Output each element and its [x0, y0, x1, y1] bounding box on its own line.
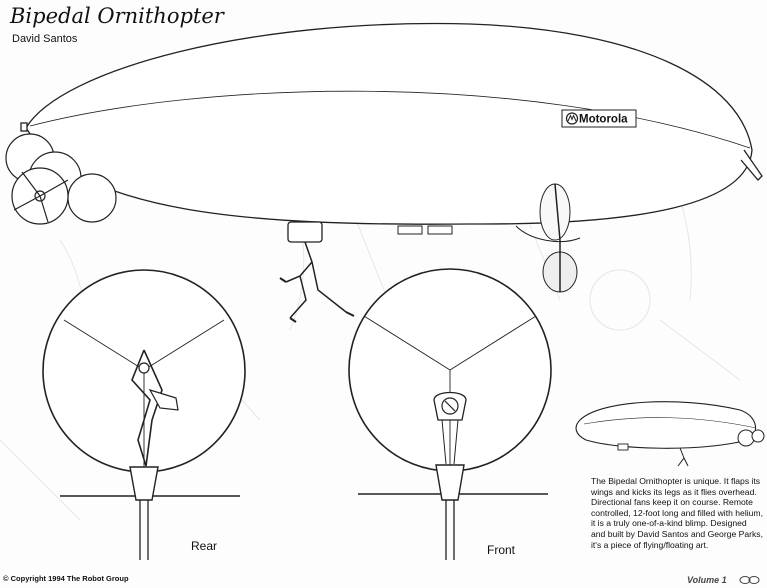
copyright-text: © Copyright 1994 The Robot Group — [3, 574, 129, 583]
pod-2 — [427, 225, 453, 235]
motorola-logo: Motorola — [561, 109, 637, 128]
inset-blimp — [575, 401, 765, 467]
volume-label: Volume 1 — [687, 575, 727, 585]
hanging-leg — [285, 241, 347, 319]
front-gondola — [435, 464, 465, 501]
tail-fin — [740, 149, 763, 181]
rear-gondola — [129, 466, 159, 501]
rear-view — [42, 269, 246, 560]
front-view-label: Front — [487, 543, 516, 557]
pod-1 — [397, 225, 423, 235]
blimp-side-view — [5, 22, 763, 323]
author-name: David Santos — [12, 33, 78, 45]
envelope-outline — [25, 22, 753, 225]
motorola-logo-text: Motorola — [579, 114, 628, 126]
rear-view-label: Rear — [191, 539, 218, 553]
robot-group-logo-icon — [739, 576, 760, 584]
nose-cap — [20, 122, 28, 132]
envelope-seam — [29, 90, 751, 149]
nose-fans — [5, 133, 117, 225]
rear-wing-mechanism — [131, 349, 163, 467]
page-title: Bipedal Ornithopter — [10, 4, 224, 28]
gondola — [287, 221, 323, 243]
description-text: The Bipedal Ornithopter is unique. It fl… — [591, 476, 763, 550]
front-view — [348, 268, 552, 560]
tail-propeller — [515, 183, 581, 293]
